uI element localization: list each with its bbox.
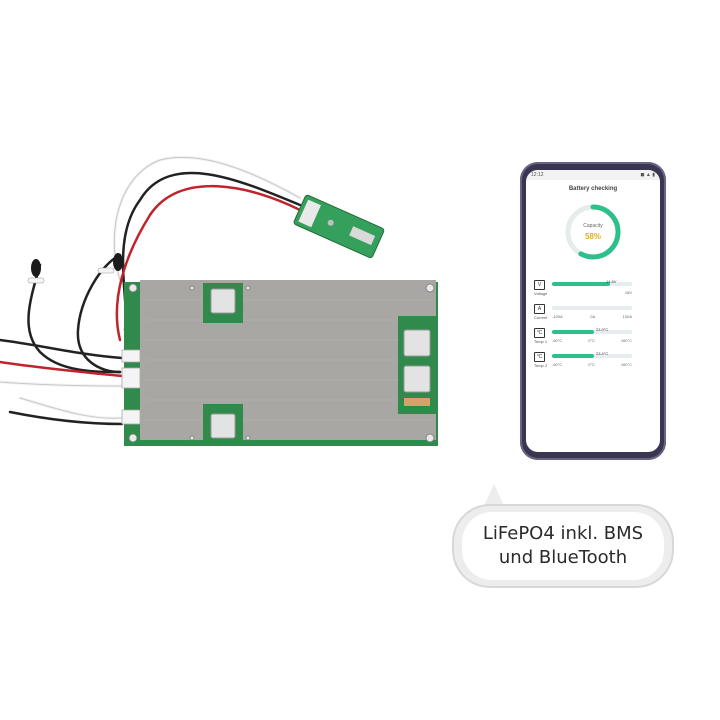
level-fill	[552, 330, 594, 334]
tick: 0°C	[588, 338, 595, 343]
metric-value: 14.6V	[606, 279, 617, 284]
level-bar	[552, 306, 632, 310]
level-fill	[552, 354, 594, 358]
phone-screen: 12:12 ◼ ▲ ▮ Battery checking Capacity 58…	[526, 170, 660, 452]
tick: -50°C	[552, 338, 563, 343]
level-bar	[552, 282, 632, 286]
status-icons: ◼ ▲ ▮	[640, 172, 655, 178]
metric-name: Temp 1	[534, 339, 548, 344]
speech-bubble: LiFePO4 inkl. BMS und BlueTooth	[454, 506, 672, 586]
metric-voltage: V Voltage 14.6V 18V	[534, 279, 654, 302]
tick: -100A	[552, 314, 563, 319]
capacity-value: 58%	[584, 232, 601, 241]
bubble-line-2: und BlueTooth	[498, 547, 628, 568]
smartphone: 12:12 ◼ ▲ ▮ Battery checking Capacity 58…	[520, 162, 666, 460]
metric-name: Voltage	[534, 291, 548, 296]
temp-sensor-probes	[27, 253, 123, 284]
metric-name: Current	[534, 315, 548, 320]
tick: -50°C	[552, 362, 563, 367]
app-title: Battery checking	[568, 186, 618, 192]
tick: 100A	[622, 314, 632, 319]
wire-harness	[0, 155, 302, 426]
tick: 0A	[590, 314, 596, 319]
bluetooth-module	[293, 194, 385, 259]
metric-ticks: 18V	[552, 290, 632, 295]
tick: 0°C	[588, 362, 595, 367]
battery-icon: V	[534, 280, 545, 290]
status-bar: 12:12 ◼ ▲ ▮	[526, 170, 660, 180]
metric-name: Temp 2	[534, 363, 548, 368]
metric-ticks: -100A 0A 100A	[552, 314, 632, 319]
metric-value: 23.4°C	[596, 351, 609, 356]
bubble-text: LiFePO4 inkl. BMS und BlueTooth	[462, 512, 664, 580]
metric-temp2: °C Temp 2 23.4°C -50°C 0°C 100°C	[534, 351, 654, 374]
balance-connectors	[121, 349, 141, 425]
metric-ticks: -50°C 0°C 100°C	[552, 362, 632, 367]
mounting-holes	[128, 283, 435, 443]
level-bar	[552, 330, 632, 334]
current-icon: A	[534, 304, 545, 314]
tick: 100°C	[620, 362, 632, 367]
bubble-tail	[482, 484, 506, 510]
metric-current: A Current -100A 0A 100A	[534, 304, 654, 326]
capacity-label: Capacity	[583, 223, 603, 229]
thermometer-icon: °C	[534, 328, 545, 338]
level-bar	[552, 354, 632, 358]
tick: 18V	[624, 290, 632, 295]
tick: 100°C	[620, 338, 632, 343]
bms-terminals	[203, 283, 436, 444]
metric-temp1: °C Temp 1 23.9°C -50°C 0°C 100°C	[534, 327, 654, 350]
level-fill	[552, 282, 611, 286]
bubble-line-1: LiFePO4 inkl. BMS	[482, 523, 644, 544]
capacity-gauge	[565, 204, 621, 260]
metric-ticks: -50°C 0°C 100°C	[552, 338, 632, 343]
metric-value: 23.9°C	[596, 327, 609, 332]
thermometer-icon: °C	[534, 352, 545, 362]
status-time: 12:12	[531, 172, 544, 178]
